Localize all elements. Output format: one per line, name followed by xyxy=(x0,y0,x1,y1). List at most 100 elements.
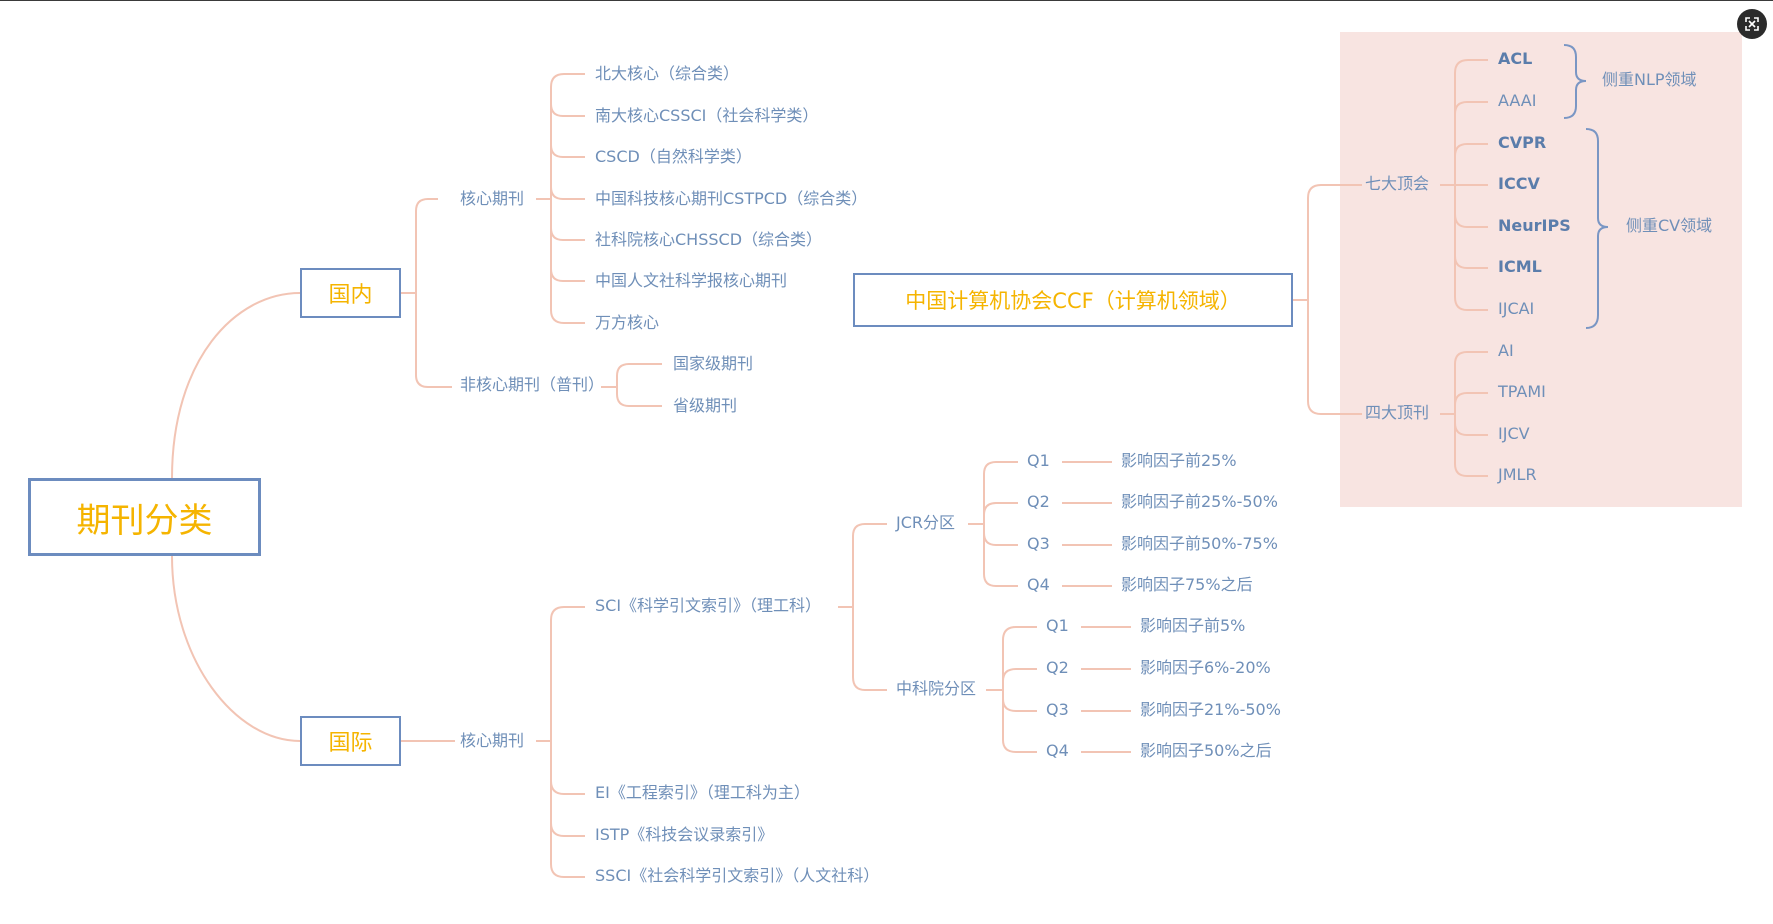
cv-brace xyxy=(1585,128,1609,329)
connector-cas-q4 xyxy=(1002,690,1037,753)
domestic-core-item[interactable]: 南大核心CSSCI（社会科学类） xyxy=(595,106,819,125)
expand-button[interactable] xyxy=(1737,9,1767,39)
connector-core-item-2 xyxy=(550,103,585,117)
connector-root-international xyxy=(171,555,301,742)
domestic-core-item[interactable]: CSCD（自然科学类） xyxy=(595,147,752,166)
ccf-four-label[interactable]: 四大顶刊 xyxy=(1365,403,1430,422)
top-border xyxy=(0,0,1773,1)
nlp-brace xyxy=(1563,44,1587,119)
intl-other-item[interactable]: EI《工程索引》（理工科为主） xyxy=(595,783,810,802)
ccf-conference[interactable]: ACL xyxy=(1498,49,1533,68)
domestic-core-item[interactable]: 中国科技核心期刊CSTPCD（综合类） xyxy=(595,189,868,208)
intl-other-item[interactable]: ISTP《科技会议录索引》 xyxy=(595,825,774,844)
connector-intl-istp xyxy=(550,741,585,837)
ccf-conference[interactable]: IJCAI xyxy=(1498,299,1535,318)
connector-intl-ei xyxy=(550,741,585,795)
domestic-core-label[interactable]: 核心期刊 xyxy=(460,189,525,208)
connector-core-item-3 xyxy=(550,144,585,158)
connector-ccf-seven xyxy=(1307,184,1362,300)
connector-cas-desc xyxy=(1081,626,1131,753)
nlp-label: 侧重NLP领域 xyxy=(1602,70,1697,89)
ccf-journal[interactable]: IJCV xyxy=(1498,424,1530,443)
jcr-desc[interactable]: 影响因子前25%-50% xyxy=(1121,492,1278,511)
ccf-node[interactable]: 中国计算机协会CCF（计算机领域） xyxy=(853,273,1293,327)
ccf-conference[interactable]: NeurIPS xyxy=(1498,216,1571,235)
connector-domestic-core xyxy=(415,198,438,293)
connector-jcr-q3 xyxy=(983,524,1018,546)
ccf-journal[interactable]: TPAMI xyxy=(1498,382,1546,401)
connector-cas-q3 xyxy=(1002,690,1037,712)
connector-noncore-item-1 xyxy=(616,363,662,387)
ccf-conference[interactable]: AAAI xyxy=(1498,91,1537,110)
expand-icon xyxy=(1745,17,1759,31)
jcr-desc[interactable]: 影响因子75%之后 xyxy=(1121,575,1253,594)
jcr-label[interactable]: JCR分区 xyxy=(896,513,956,532)
domestic-noncore-item[interactable]: 省级期刊 xyxy=(673,396,738,415)
domestic-core-item[interactable]: 北大核心（综合类） xyxy=(595,64,740,83)
connector-domestic-noncore xyxy=(415,293,452,388)
jcr-q[interactable]: Q1 xyxy=(1027,451,1050,470)
connector-intl-sci xyxy=(550,606,585,741)
cas-label[interactable]: 中科院分区 xyxy=(896,679,977,698)
international-node[interactable]: 国际 xyxy=(300,716,401,766)
cv-label: 侧重CV领域 xyxy=(1626,216,1713,235)
root-node[interactable]: 期刊分类 xyxy=(28,478,261,556)
domestic-core-item[interactable]: 万方核心 xyxy=(595,313,660,332)
cas-desc[interactable]: 影响因子6%-20% xyxy=(1140,658,1271,677)
ccf-journal[interactable]: AI xyxy=(1498,341,1514,360)
connector-cas-q2 xyxy=(1002,668,1037,690)
connector-seven-7 xyxy=(1454,185,1488,311)
cas-desc[interactable]: 影响因子21%-50% xyxy=(1140,700,1281,719)
cas-desc[interactable]: 影响因子50%之后 xyxy=(1140,741,1272,760)
connector-seven-3 xyxy=(1454,143,1488,185)
connector-seven-1 xyxy=(1454,59,1488,185)
connector-core-spine xyxy=(550,73,585,324)
jcr-desc[interactable]: 影响因子前25% xyxy=(1121,451,1237,470)
connector-core-item-5 xyxy=(550,227,585,241)
connector-four-3 xyxy=(1454,414,1488,436)
ccf-region-background xyxy=(1340,32,1742,507)
connector-four-2 xyxy=(1454,392,1488,414)
connector-cas-q1 xyxy=(1002,626,1037,690)
jcr-q[interactable]: Q2 xyxy=(1027,492,1050,511)
connector-four-1 xyxy=(1454,351,1488,414)
cas-q[interactable]: Q1 xyxy=(1046,616,1069,635)
jcr-q[interactable]: Q4 xyxy=(1027,575,1050,594)
cas-q[interactable]: Q2 xyxy=(1046,658,1069,677)
connector-seven-5 xyxy=(1454,185,1488,228)
ccf-seven-label[interactable]: 七大顶会 xyxy=(1365,174,1430,193)
cas-q[interactable]: Q4 xyxy=(1046,741,1069,760)
connector-jcr-desc xyxy=(1062,461,1112,587)
connector-jcr-q2 xyxy=(983,502,1018,524)
domestic-node[interactable]: 国内 xyxy=(300,268,401,318)
connector-jcr-q1 xyxy=(983,461,1018,524)
connector-ccf-four xyxy=(1307,300,1362,415)
connector-seven-2 xyxy=(1454,101,1488,185)
ccf-conference[interactable]: ICCV xyxy=(1498,174,1540,193)
jcr-desc[interactable]: 影响因子前50%-75% xyxy=(1121,534,1278,553)
jcr-q[interactable]: Q3 xyxy=(1027,534,1050,553)
connector-core-item-6 xyxy=(550,268,585,282)
ccf-journal[interactable]: JMLR xyxy=(1498,465,1537,484)
intl-core-label[interactable]: 核心期刊 xyxy=(460,731,525,750)
connector-jcr-q4 xyxy=(983,524,1018,587)
connector-intl-ssci xyxy=(550,741,585,878)
domestic-core-item[interactable]: 中国人文社科学报核心期刊 xyxy=(595,271,788,290)
connector-root-domestic xyxy=(171,292,301,479)
domestic-noncore-label[interactable]: 非核心期刊（普刊） xyxy=(460,375,605,394)
cas-desc[interactable]: 影响因子前5% xyxy=(1140,616,1246,635)
intl-sci-label[interactable]: SCI《科学引文索引》（理工科） xyxy=(595,596,822,615)
connector-core-item-4 xyxy=(550,186,585,200)
ccf-conference[interactable]: ICML xyxy=(1498,257,1542,276)
domestic-noncore-item[interactable]: 国家级期刊 xyxy=(673,354,754,373)
connector-sci-cas xyxy=(852,607,887,691)
connector-sci-jcr xyxy=(852,523,887,607)
intl-other-item[interactable]: SSCI《社会科学引文索引》（人文社科） xyxy=(595,866,880,885)
cas-q[interactable]: Q3 xyxy=(1046,700,1069,719)
connector-noncore-item-2 xyxy=(616,387,662,407)
domestic-core-item[interactable]: 社科院核心CHSSCD（综合类） xyxy=(595,230,823,249)
ccf-conference[interactable]: CVPR xyxy=(1498,133,1547,152)
connector-four-4 xyxy=(1454,414,1488,477)
